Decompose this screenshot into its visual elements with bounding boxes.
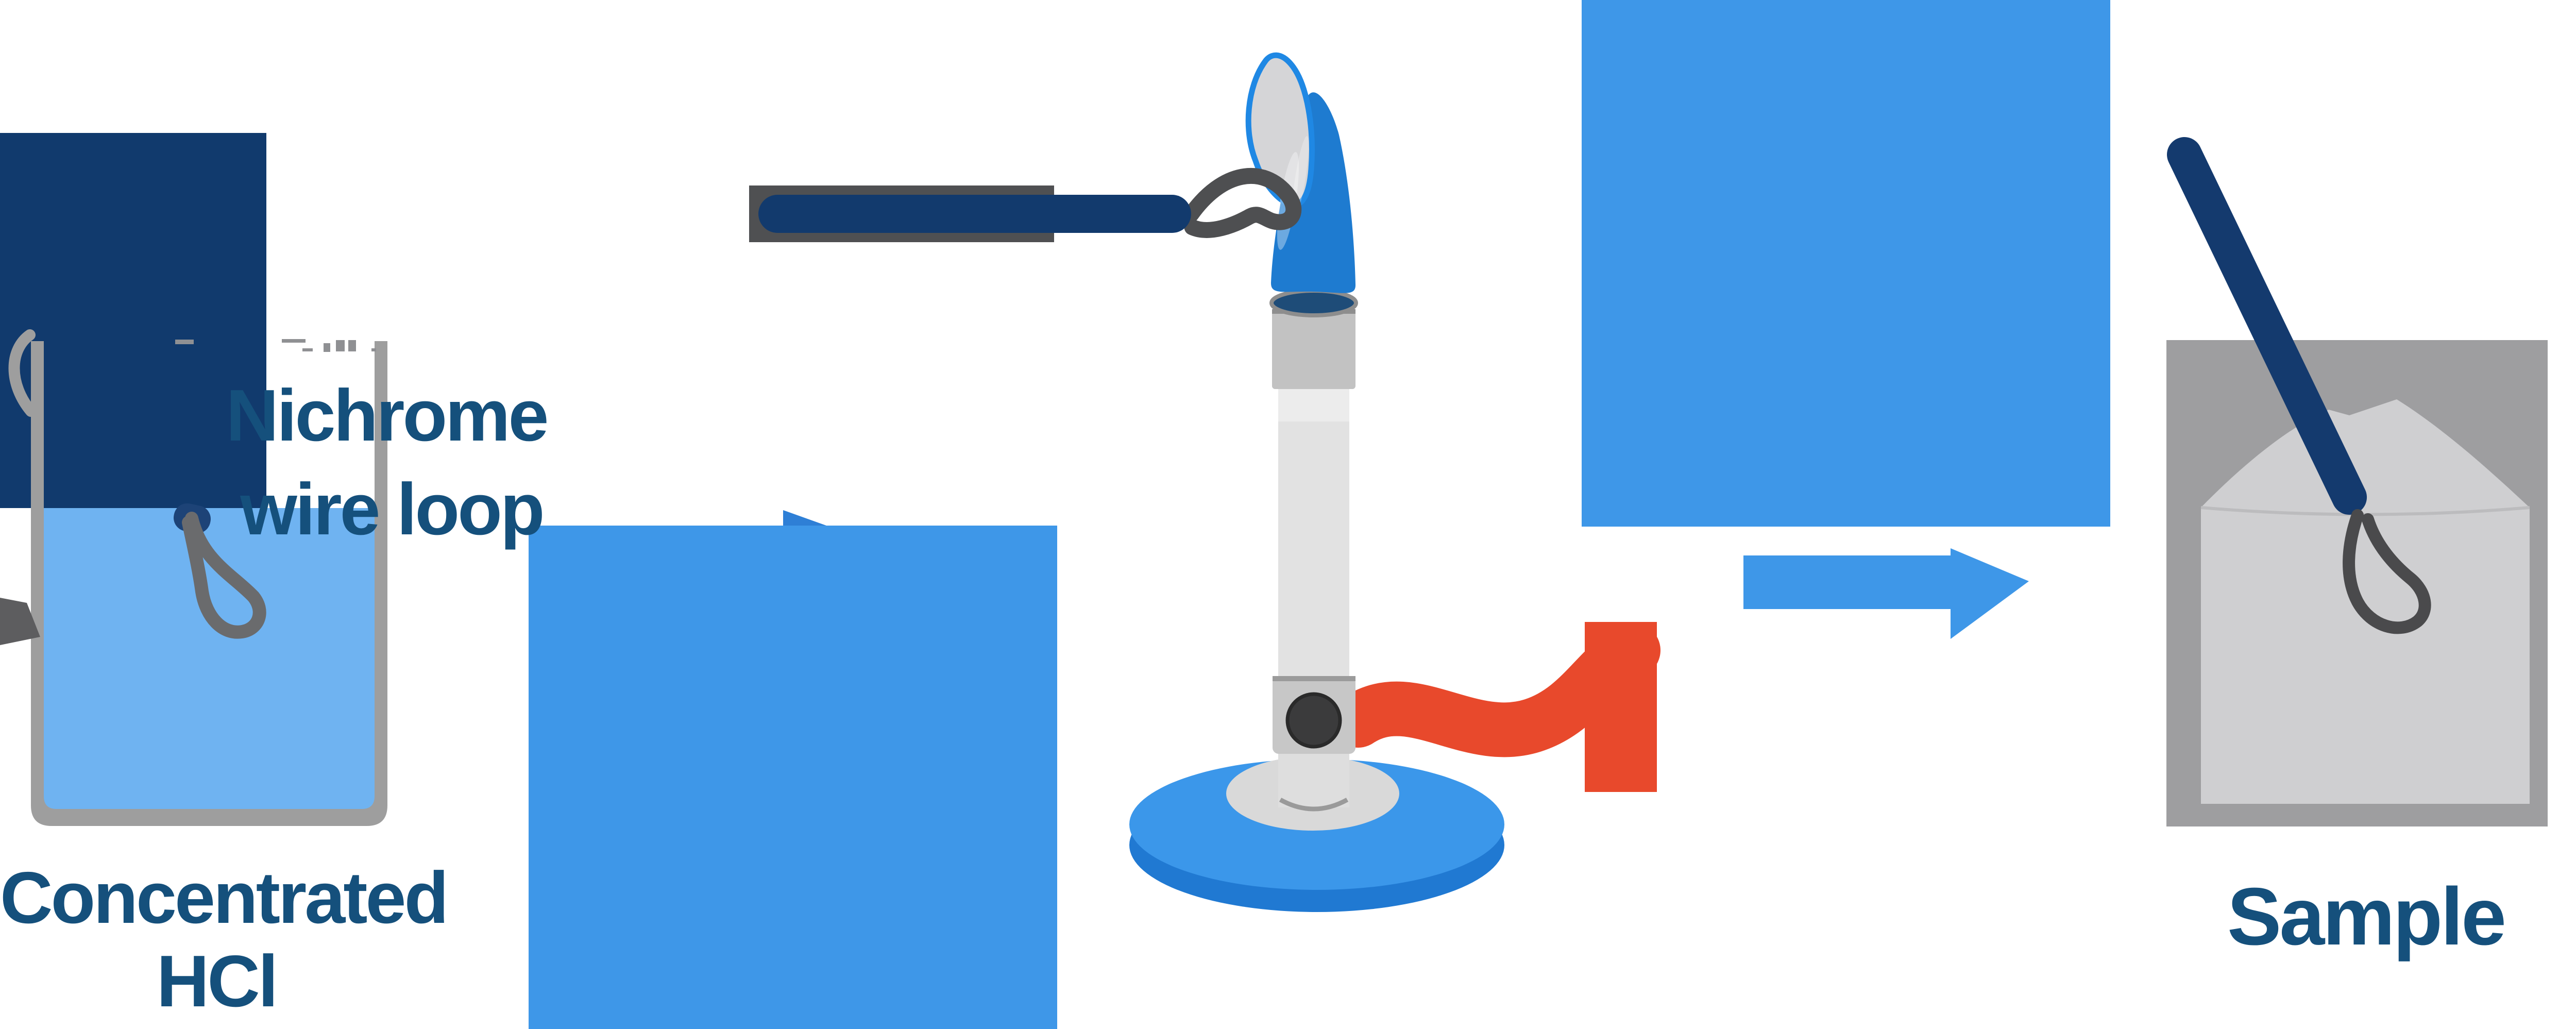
burner-valve-rim: [1273, 676, 1355, 681]
burner-stem-highlight: [1278, 385, 1349, 421]
burner-valve-knob: [1285, 692, 1342, 749]
burner-mouth: [1269, 289, 1358, 317]
arrow-2-icon: [1743, 548, 2029, 639]
covered-object-shadow: [0, 598, 40, 645]
burner-foot-arc: [1279, 798, 1349, 812]
step-dip-loop-in-acid: [0, 133, 387, 826]
overlay-rect-navy: [0, 133, 266, 508]
wire-loop-label-line2: wire loop: [240, 468, 545, 550]
wire-handle-navy: [758, 195, 1191, 233]
overlay-rect-2: [1582, 0, 2110, 527]
burner-collar: [1272, 309, 1355, 389]
nichrome-loop-in-flame: [1183, 167, 1302, 238]
gas-tube-end: [1585, 622, 1657, 792]
overlay-rect-1: [529, 526, 1057, 1029]
nichrome-loop-in-sample: [2343, 509, 2431, 634]
step-dip-loop-in-sample: [2166, 137, 2548, 826]
burner-stem: [1278, 385, 1349, 679]
step-clean-loop-in-flame: [749, 52, 1660, 912]
sample-powder: [2201, 399, 2530, 804]
nichrome-loop-in-acid: [182, 512, 266, 639]
burner-stem-lower: [1278, 750, 1349, 807]
wire-loop-label-line1: Nichrome: [226, 375, 549, 457]
arrow-1-tip: [783, 510, 826, 526]
beaker-caption-line2: HCl: [156, 940, 279, 1022]
beaker-rim-marks: [175, 339, 376, 352]
beaker-caption-line1: Concentrated: [0, 857, 449, 939]
flame-inner-cone: [1245, 52, 1315, 208]
beaker-spout-icon: [8, 329, 37, 417]
sample-caption: Sample: [2227, 871, 2506, 962]
sample-wire-handle: [2167, 137, 2367, 515]
